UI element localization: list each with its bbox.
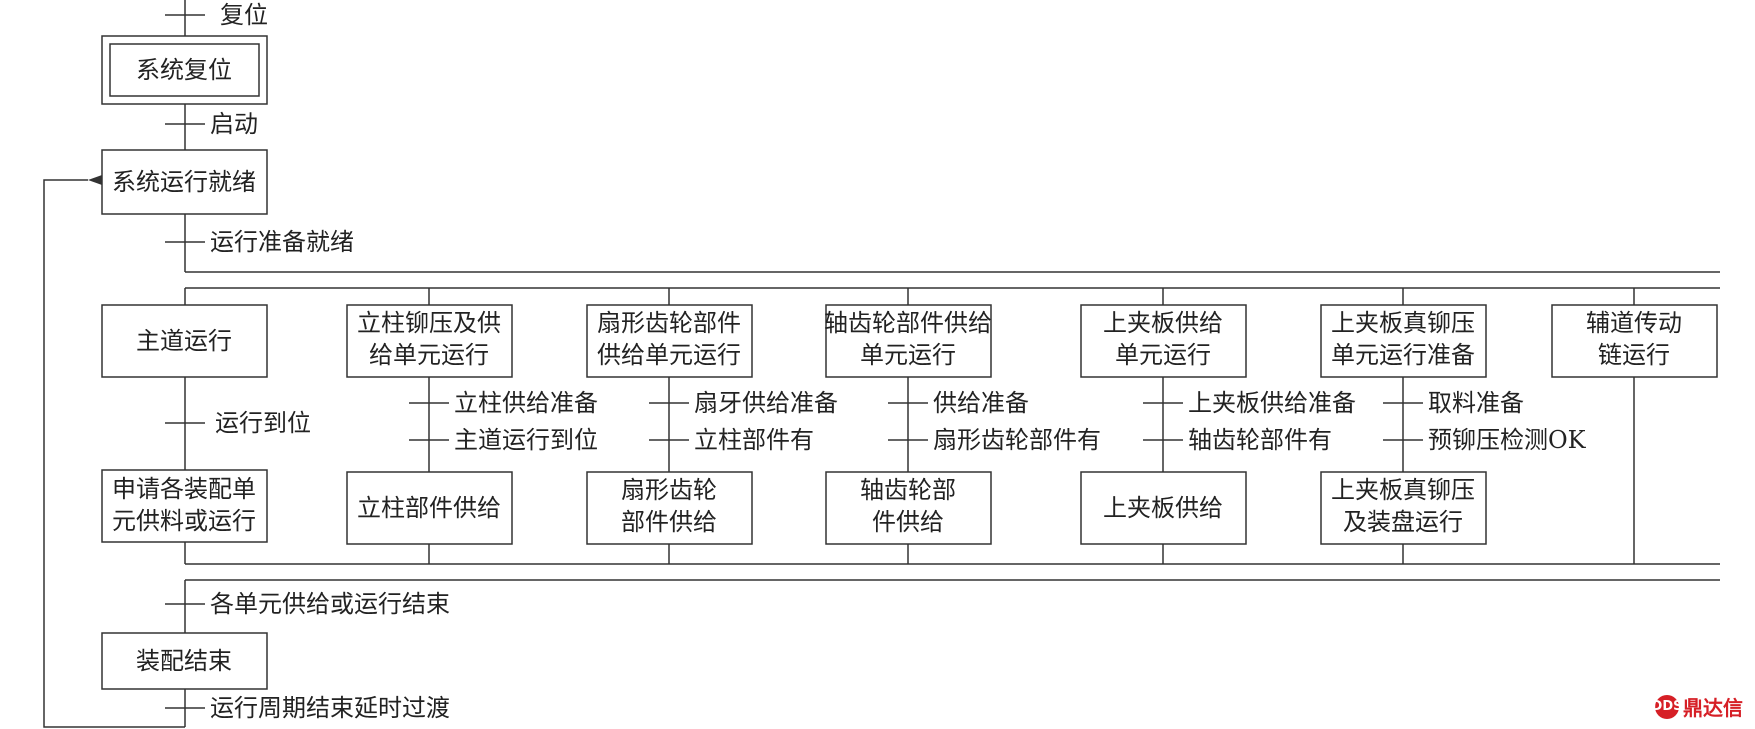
transition-post-1: 立柱供给准备: [454, 389, 598, 417]
step-sector-unit: 扇形齿轮部件供给单元运行: [586, 304, 753, 378]
step-upper-rivet-prep-label: 上夹板真铆压单元运行准备: [1331, 309, 1475, 369]
step-post-supply-label: 立柱部件供给: [357, 494, 501, 522]
step-upper-rivet-prep: 上夹板真铆压单元运行准备: [1320, 304, 1487, 378]
parallel-branch-lines: [185, 271, 1720, 581]
step-shaft-supply-label: 轴齿轮部件供给: [860, 476, 956, 536]
step-reset: 系统复位: [101, 35, 268, 105]
step-post-apply-label: 立柱铆压及供给单元运行: [357, 309, 501, 369]
transition-rivet-2: 预铆压检测OK: [1428, 426, 1587, 454]
step-aux-chain: 辅道传动链运行: [1551, 304, 1718, 378]
step-upper-supply-label: 上夹板供给: [1103, 494, 1223, 522]
transition-ticks: [165, 14, 1423, 709]
step-main-run: 主道运行: [101, 304, 268, 378]
watermark: DDS 鼎达信: [1652, 692, 1743, 721]
loop-arrow-icon: [88, 175, 102, 185]
transition-shaft-1: 供给准备: [933, 389, 1029, 417]
transition-sector-2: 立柱部件有: [694, 426, 814, 454]
transition-arrive: 运行到位: [215, 409, 311, 437]
transition-ready: 运行准备就绪: [210, 228, 354, 256]
branch-lines: [428, 288, 1635, 564]
transition-upper-1: 上夹板供给准备: [1188, 389, 1356, 417]
transition-end: 各单元供给或运行结束: [210, 590, 450, 618]
transition-rivet-1: 取料准备: [1428, 389, 1524, 417]
step-sector-supply: 扇形齿轮部件供给: [586, 471, 753, 545]
step-ready: 系统运行就绪: [101, 149, 268, 215]
step-upper-rivet-run: 上夹板真铆压及装盘运行: [1320, 471, 1487, 545]
step-sector-unit-label: 扇形齿轮部件供给单元运行: [597, 309, 741, 369]
transition-cycle: 运行周期结束延时过渡: [210, 694, 450, 722]
step-reset-label: 系统复位: [136, 56, 232, 84]
step-post-supply: 立柱部件供给: [346, 471, 513, 545]
step-assembly-end: 装配结束: [101, 632, 268, 690]
step-upper-supply: 上夹板供给: [1080, 471, 1247, 545]
transition-post-2: 主道运行到位: [454, 426, 598, 454]
step-upper-unit-label: 上夹板供给单元运行: [1103, 309, 1223, 369]
step-shaft-supply: 轴齿轮部件供给: [825, 471, 992, 545]
step-shaft-unit: 轴齿轮部件供给单元运行: [824, 304, 992, 378]
transition-sector-1: 扇牙供给准备: [694, 389, 838, 417]
transition-labels: 复位 启动 运行准备就绪 运行到位 立柱供给准备 主道运行到位 扇牙供给准备 立…: [210, 1, 1587, 722]
transition-shaft-2: 扇形齿轮部件有: [933, 426, 1101, 454]
transition-start: 启动: [210, 110, 258, 138]
dds-logo-icon: DDS: [1652, 694, 1682, 719]
watermark-brand: 鼎达信: [1683, 696, 1743, 720]
transition-reset: 复位: [220, 1, 268, 29]
step-apply-supply: 申请各装配单元供料或运行: [101, 469, 268, 543]
step-ready-label: 系统运行就绪: [112, 168, 256, 196]
step-main-run-label: 主道运行: [136, 327, 232, 355]
step-post-apply: 立柱铆压及供给单元运行: [346, 304, 513, 378]
step-apply-supply-label: 申请各装配单元供料或运行: [112, 475, 256, 535]
step-assembly-end-label: 装配结束: [136, 647, 232, 675]
step-aux-chain-label: 辅道传动链运行: [1586, 309, 1682, 369]
step-sector-supply-label: 扇形齿轮部件供给: [621, 476, 717, 536]
step-upper-rivet-run-label: 上夹板真铆压及装盘运行: [1331, 476, 1475, 536]
transition-upper-2: 轴齿轮部件有: [1188, 426, 1332, 454]
step-upper-unit: 上夹板供给单元运行: [1080, 304, 1247, 378]
step-shaft-unit-label: 轴齿轮部件供给单元运行: [824, 309, 992, 369]
